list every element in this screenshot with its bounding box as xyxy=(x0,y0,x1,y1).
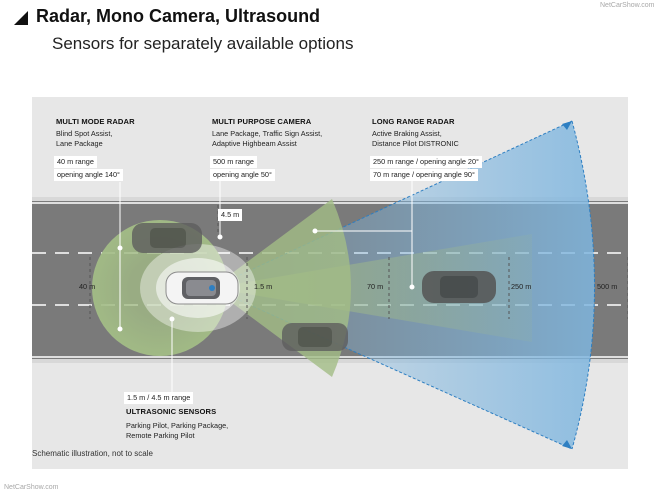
title-triangle-icon xyxy=(14,11,28,25)
long-range-radar-desc: Active Braking Assist, xyxy=(372,129,442,138)
sensor-diagram-graphic xyxy=(32,120,628,450)
sensor-diagram: MULTI MODE RADAR Blind Spot Assist, Lane… xyxy=(32,97,628,469)
multi-mode-radar-desc: Blind Spot Assist, xyxy=(56,129,113,138)
multi-mode-radar-title: MULTI MODE RADAR xyxy=(56,117,135,126)
long-range-radar-desc: Distance Pilot DISTRONIC xyxy=(372,139,459,148)
multi-mode-radar-desc: Lane Package xyxy=(56,139,103,148)
ultrasonic-range: 1.5 m / 4.5 m range xyxy=(124,392,194,404)
car-main xyxy=(165,271,239,305)
distance-label-4-5m: 4.5 m xyxy=(218,209,243,221)
distance-label-250m: 250 m xyxy=(511,282,532,291)
long-range-radar-range: 250 m range / opening angle 20° xyxy=(370,156,482,168)
distance-label-70m: 70 m xyxy=(367,282,384,291)
camera-title: MULTI PURPOSE CAMERA xyxy=(212,117,312,126)
car-right xyxy=(422,271,496,303)
multi-mode-radar-angle: opening angle 140° xyxy=(54,169,123,181)
long-range-radar-angle: 70 m range / opening angle 90° xyxy=(370,169,478,181)
arrowhead-icon xyxy=(562,440,572,449)
camera-angle: opening angle 50° xyxy=(210,169,275,181)
watermark-top: NetCarShow.com xyxy=(600,2,655,9)
long-range-radar-cone xyxy=(212,234,532,342)
footnote: Schematic illustration, not to scale xyxy=(32,449,153,458)
page-subtitle: Sensors for separately available options xyxy=(52,34,354,53)
car-lower xyxy=(282,323,348,351)
long-range-radar-title: LONG RANGE RADAR xyxy=(372,117,455,126)
arrowhead-icon xyxy=(562,121,572,130)
distance-label-40m: 40 m xyxy=(79,282,96,291)
page-title: Radar, Mono Camera, Ultrasound xyxy=(36,6,321,26)
ultrasonic-desc: Remote Parking Pilot xyxy=(126,431,195,440)
watermark-bottom: NetCarShow.com xyxy=(4,484,59,491)
distance-label-500m: 500 m xyxy=(597,282,618,291)
ultrasonic-title: ULTRASONIC SENSORS xyxy=(126,407,217,416)
ultrasonic-desc: Parking Pilot, Parking Package, xyxy=(126,421,229,430)
camera-range: 500 m range xyxy=(210,156,257,168)
multi-mode-radar-range: 40 m range xyxy=(54,156,97,168)
distance-label-1-5m: 1.5 m xyxy=(254,282,273,291)
camera-desc: Lane Package, Traffic Sign Assist, xyxy=(212,129,323,138)
camera-desc: Adaptive Highbeam Assist xyxy=(212,139,297,148)
car-upper-left xyxy=(132,223,202,253)
